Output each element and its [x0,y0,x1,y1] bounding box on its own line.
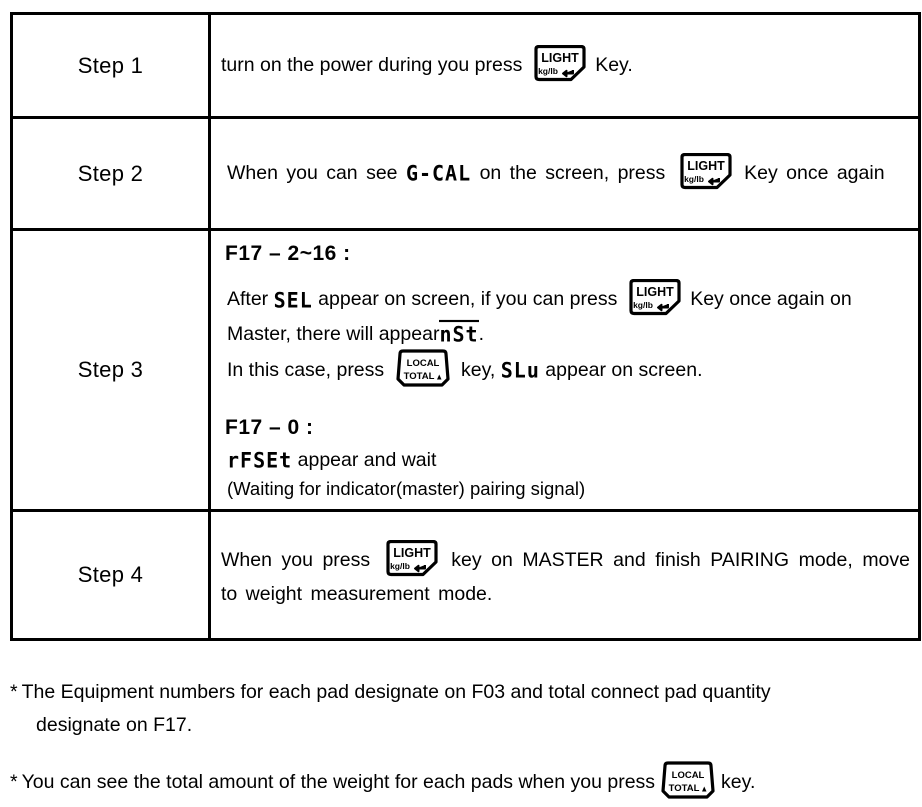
step3-paragraph-2: In this case, press LOCAL TOTAL key, SLu… [221,349,910,391]
step4-text-after: key on MASTER and finish PAIRING mode, m… [221,549,911,606]
step-label-cell-3: Step 3 [10,227,211,513]
step3-line1b: appear on screen, if you can press [318,288,618,311]
footnote-2-star: * [10,770,18,793]
step3-heading-1: F17 – 2~16 : [225,242,351,265]
footnote-2: *You can see the total amount of the wei… [10,760,912,803]
footnote-2-text-before: You can see the total amount of the weig… [21,770,656,793]
svg-text:LOCAL: LOCAL [672,770,705,781]
step-body-cell-4: When you press LIGHT kg/lb key on MASTER… [208,509,921,642]
step3-paragraph-4: (Waiting for indicator(master) pairing s… [227,478,586,500]
footnote-1: *The Equipment numbers for each pad desi… [10,678,912,707]
step2-text-before: When you can see [227,161,398,184]
step-label-4: Step 4 [77,562,144,588]
step3-paragraph-1: After SEL appear on screen, if you can p… [221,279,910,348]
step-body-cell-3: F17 – 2~16 : After SEL appear on screen,… [208,227,921,513]
step3-line2b: key, [461,358,496,381]
step-body-cell-2: When you can see G-CAL on the screen, pr… [208,116,921,231]
step2-text-after: Key once again [744,161,885,184]
svg-text:LIGHT: LIGHT [636,285,674,299]
svg-text:TOTAL: TOTAL [669,783,700,794]
table-row-step-4: Step 4 When you press LIGHT kg/lb key on… [10,509,921,642]
svg-text:kg/lb: kg/lb [538,66,558,76]
svg-text:kg/lb: kg/lb [390,561,410,571]
svg-text:LOCAL: LOCAL [406,358,439,369]
step-body-4: When you press LIGHT kg/lb key on MASTER… [211,536,918,614]
step-body-3: F17 – 2~16 : After SEL appear on screen,… [211,231,918,509]
step3-line1d: . [478,323,484,346]
step-label-cell-4: Step 4 [10,509,211,642]
footnote-1-line-1: The Equipment numbers for each pad desig… [21,681,771,703]
local-total-key-icon: LOCAL TOTAL [393,349,453,389]
table-row-step-2: Step 2 When you can see G-CAL on the scr… [10,116,921,231]
lcd-display-g-cal: G-CAL [405,159,472,186]
pairing-procedure-table: Step 1 turn on the power during you pres… [10,12,921,642]
footnotes: *The Equipment numbers for each pad desi… [10,678,912,807]
step3-line1a: After [227,288,269,311]
footnote-1-star: * [10,681,18,703]
svg-text:LIGHT: LIGHT [541,51,579,65]
step-body-1: turn on the power during you press LIGHT… [211,41,918,91]
light-key-icon: LIGHT kg/lb [626,279,682,317]
step-label-cell-1: Step 1 [10,12,211,119]
step3-line2c: appear on screen. [545,358,703,381]
step3-line2a: In this case, press [227,358,385,381]
footnote-1-continuation: designate on F17. [36,714,193,737]
step-label-cell-2: Step 2 [10,116,211,231]
svg-text:LIGHT: LIGHT [687,159,725,173]
light-key-icon: LIGHT kg/lb [531,44,587,83]
step-body-cell-1: turn on the power during you press LIGHT… [208,12,921,119]
lcd-display-rfset: rFSEt [227,447,293,474]
table-row-step-3: Step 3 F17 – 2~16 : After SEL appear on … [10,227,921,513]
lcd-display-nst: nSt [439,320,479,348]
svg-text:kg/lb: kg/lb [633,300,653,310]
table-row-step-1: Step 1 turn on the power during you pres… [10,12,921,119]
light-key-icon: LIGHT kg/lb [383,540,439,578]
lcd-display-slu: SLu [500,356,540,383]
step-label-2: Step 2 [77,160,144,186]
step4-text-before: When you press [221,549,371,572]
step1-text-before: turn on the power during you press [221,53,523,76]
footnote-2-text-after: key. [721,770,756,793]
step-label-3: Step 3 [77,357,144,383]
step3-heading-2: F17 – 0 : [225,415,314,439]
step3-line1c: Key once again on Master, there will app… [227,288,852,346]
step-label-1: Step 1 [77,52,144,78]
local-total-key-icon: LOCAL TOTAL [658,760,718,801]
svg-text:TOTAL: TOTAL [403,371,434,382]
step-body-2: When you can see G-CAL on the screen, pr… [211,149,918,199]
svg-text:kg/lb: kg/lb [684,174,704,184]
step1-text-after: Key. [595,53,633,76]
step3-paragraph-3: rFSEt appear and wait [221,445,910,474]
light-key-icon: LIGHT kg/lb [677,152,733,191]
svg-text:LIGHT: LIGHT [393,546,431,560]
step3-line3: appear and wait [297,449,437,472]
step2-text-mid: on the screen, press [479,161,666,184]
lcd-display-sel: SEL [273,286,313,313]
